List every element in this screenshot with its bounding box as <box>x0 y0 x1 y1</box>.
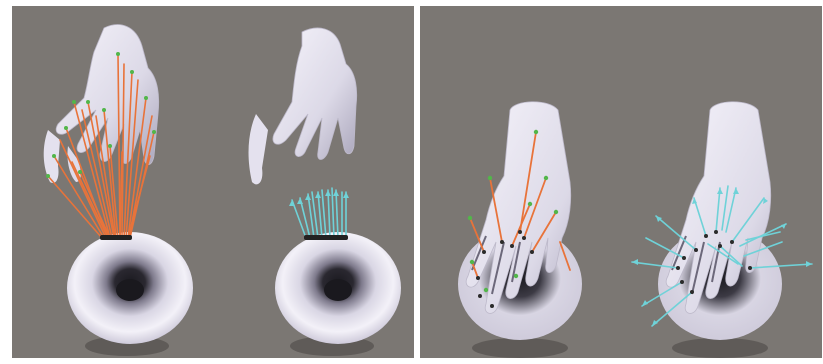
panel-left-canvas <box>12 6 414 358</box>
object-shadow <box>472 338 568 358</box>
panel-left <box>12 6 414 358</box>
panel-right <box>420 6 822 358</box>
object-contact-points <box>100 235 132 240</box>
panel-right-canvas <box>420 6 822 358</box>
torus-object <box>67 232 193 344</box>
object-shadow <box>672 338 768 358</box>
torus-object <box>275 232 401 344</box>
object-contact-points <box>304 235 348 240</box>
